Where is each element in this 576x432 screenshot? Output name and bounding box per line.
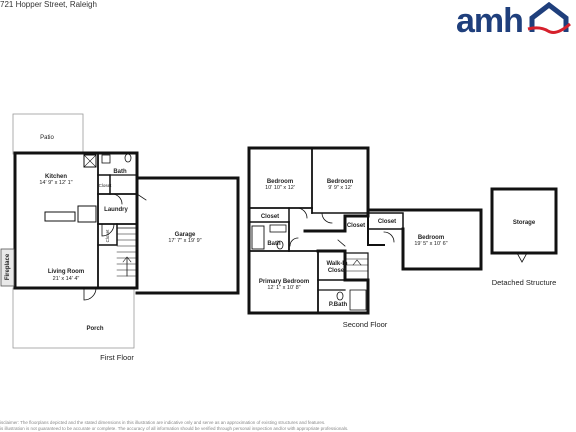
kitchen-island — [44, 211, 76, 222]
label-primary-bedroom: Primary Bedroom — [259, 279, 309, 285]
label-bedroom-1: Bedroom — [267, 179, 293, 185]
shower — [349, 289, 367, 311]
label-living-room: Living Room — [48, 269, 84, 275]
label-closet-first-top: Closet — [99, 183, 113, 188]
house-roof-icon — [527, 2, 571, 34]
label-bath-first: Bath — [113, 169, 127, 175]
label-garage: Garage — [175, 232, 196, 238]
label-kitchen: Kitchen — [45, 174, 67, 180]
storage-outline — [490, 187, 558, 255]
detached-structure-plan — [490, 187, 558, 263]
label-bath-second: Bath — [267, 241, 281, 247]
toilet — [124, 153, 132, 163]
label-bedroom-2-dim: 9' 9" x 12' — [328, 185, 352, 191]
label-kitchen-dim: 14' 9" x 12' 1" — [39, 180, 72, 186]
disclaimer-line-1: isclaimer: The floorplans depicted and t… — [0, 420, 326, 425]
caption-detached-structure: Detached Structure — [492, 278, 557, 287]
label-porch: Porch — [86, 326, 103, 332]
label-patio: Patio — [40, 135, 54, 141]
front-door — [83, 287, 97, 301]
toilet — [276, 240, 284, 250]
label-fireplace: Fireplace — [5, 253, 11, 280]
label-bedroom-3-dim: 19' 5" x 10' 6" — [414, 241, 447, 247]
label-bedroom-1-dim: 10' 10" x 12' — [265, 185, 295, 191]
second-floor-plan — [247, 146, 483, 315]
label-closet-first-side: Closet — [105, 229, 110, 243]
amh-logo: amh — [456, 2, 572, 40]
label-walk-in-closet: Closet — [328, 268, 346, 274]
label-storage: Storage — [513, 220, 536, 226]
label-bedroom-3: Bedroom — [418, 235, 444, 241]
bathtub — [251, 225, 265, 250]
toilet — [336, 291, 344, 301]
sink — [101, 154, 111, 164]
label-closet-a: Closet — [261, 214, 279, 220]
refrigerator — [83, 154, 97, 168]
label-closet-b: Closet — [347, 223, 365, 229]
patio-area — [12, 113, 84, 155]
caption-first-floor: First Floor — [100, 353, 134, 362]
caption-second-floor: Second Floor — [343, 320, 388, 329]
label-primary-dim: 12' 1" x 10' 8" — [267, 285, 300, 291]
label-closet-c: Closet — [378, 219, 396, 225]
label-walk-in: Walk-In — [326, 261, 347, 267]
property-address: 721 Hopper Street, Raleigh — [0, 0, 97, 9]
first-floor-outline — [13, 151, 139, 290]
disclaimer-line-2: is illustration is not guaranteed to be … — [0, 426, 349, 431]
label-laundry: Laundry — [104, 207, 128, 213]
first-floor-plan — [0, 113, 240, 349]
bedroom-bonus-outline — [366, 208, 483, 271]
porch-area — [12, 287, 135, 349]
vanity — [269, 224, 287, 233]
logo-text: amh — [456, 2, 524, 40]
label-garage-dim: 17' 7" x 19' 9" — [168, 238, 201, 244]
stove — [77, 205, 97, 223]
label-bedroom-2: Bedroom — [327, 179, 353, 185]
garage-outline — [135, 176, 240, 295]
label-p-bath: P.Bath — [329, 302, 348, 308]
label-living-dim: 21' x 14' 4" — [53, 276, 80, 282]
fireplace — [0, 248, 15, 287]
